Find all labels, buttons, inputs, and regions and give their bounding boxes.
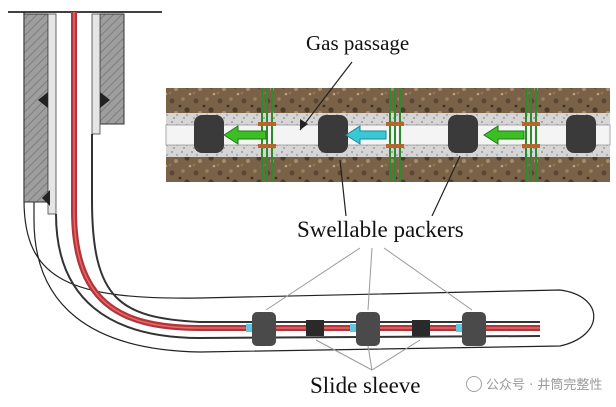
gas-passage-label: Gas passage (302, 31, 414, 56)
slide-sleeve-label: Slide sleeve (306, 374, 425, 397)
flow-arrow (345, 125, 387, 145)
watermark: 公众号 · 井筒完整性 (466, 374, 602, 393)
flow-arrow (223, 125, 267, 145)
liner (91, 134, 540, 323)
wechat-logo-icon (466, 376, 482, 392)
lower-sleeves (306, 320, 430, 336)
casing (23, 13, 125, 215)
watermark-text: 公众号 · 井筒完整性 (486, 378, 603, 393)
swellable-packers-label: Swellable packers (291, 216, 470, 243)
liner-outer (55, 213, 541, 340)
lower-packers (246, 312, 486, 346)
inset-section (165, 88, 611, 182)
flow-arrow (483, 125, 525, 145)
wellbore-outline (23, 12, 595, 353)
